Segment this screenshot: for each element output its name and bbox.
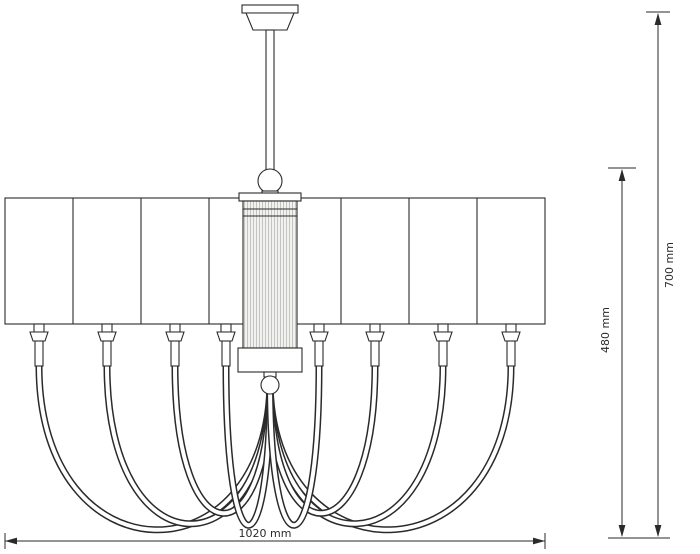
suspension-rod bbox=[265, 29, 275, 171]
candle-holder bbox=[216, 323, 236, 367]
dimension-annotations: 700 mm 480 mm 1020 mm bbox=[4, 11, 676, 549]
upper-ball-joint bbox=[257, 168, 283, 194]
dimension-overall-height bbox=[646, 11, 670, 537]
dim-arrow-up bbox=[654, 13, 662, 25]
center-column bbox=[237, 192, 303, 395]
dim-arrow-up bbox=[618, 169, 626, 181]
arm-path bbox=[171, 365, 274, 517]
candle-holder bbox=[165, 323, 185, 367]
dim-arrow-down bbox=[654, 525, 662, 537]
candle-holder bbox=[97, 323, 117, 367]
dim-label-width: 1020 mm bbox=[239, 527, 292, 540]
dimension-width bbox=[4, 533, 546, 549]
chandelier-body bbox=[4, 4, 546, 534]
dim-arrow-right bbox=[533, 537, 545, 545]
dimension-body-height bbox=[608, 167, 670, 539]
candle-holder bbox=[309, 323, 329, 367]
column-base-block bbox=[237, 347, 303, 373]
column-top-cap bbox=[238, 192, 302, 202]
ceiling-canopy bbox=[241, 4, 299, 31]
candle-holders bbox=[29, 323, 521, 367]
dim-arrow-down bbox=[618, 525, 626, 537]
candle-holder bbox=[29, 323, 49, 367]
arm-path bbox=[266, 365, 379, 517]
arms bbox=[35, 365, 515, 534]
candle-holder bbox=[501, 323, 521, 367]
candle-holder bbox=[433, 323, 453, 367]
dim-label-body-height: 480 mm bbox=[599, 307, 612, 353]
column-shaft bbox=[242, 200, 298, 349]
dim-label-overall-height: 700 mm bbox=[663, 242, 676, 288]
hub-ball bbox=[260, 375, 280, 395]
dim-arrow-left bbox=[5, 537, 17, 545]
candle-holder bbox=[365, 323, 385, 367]
